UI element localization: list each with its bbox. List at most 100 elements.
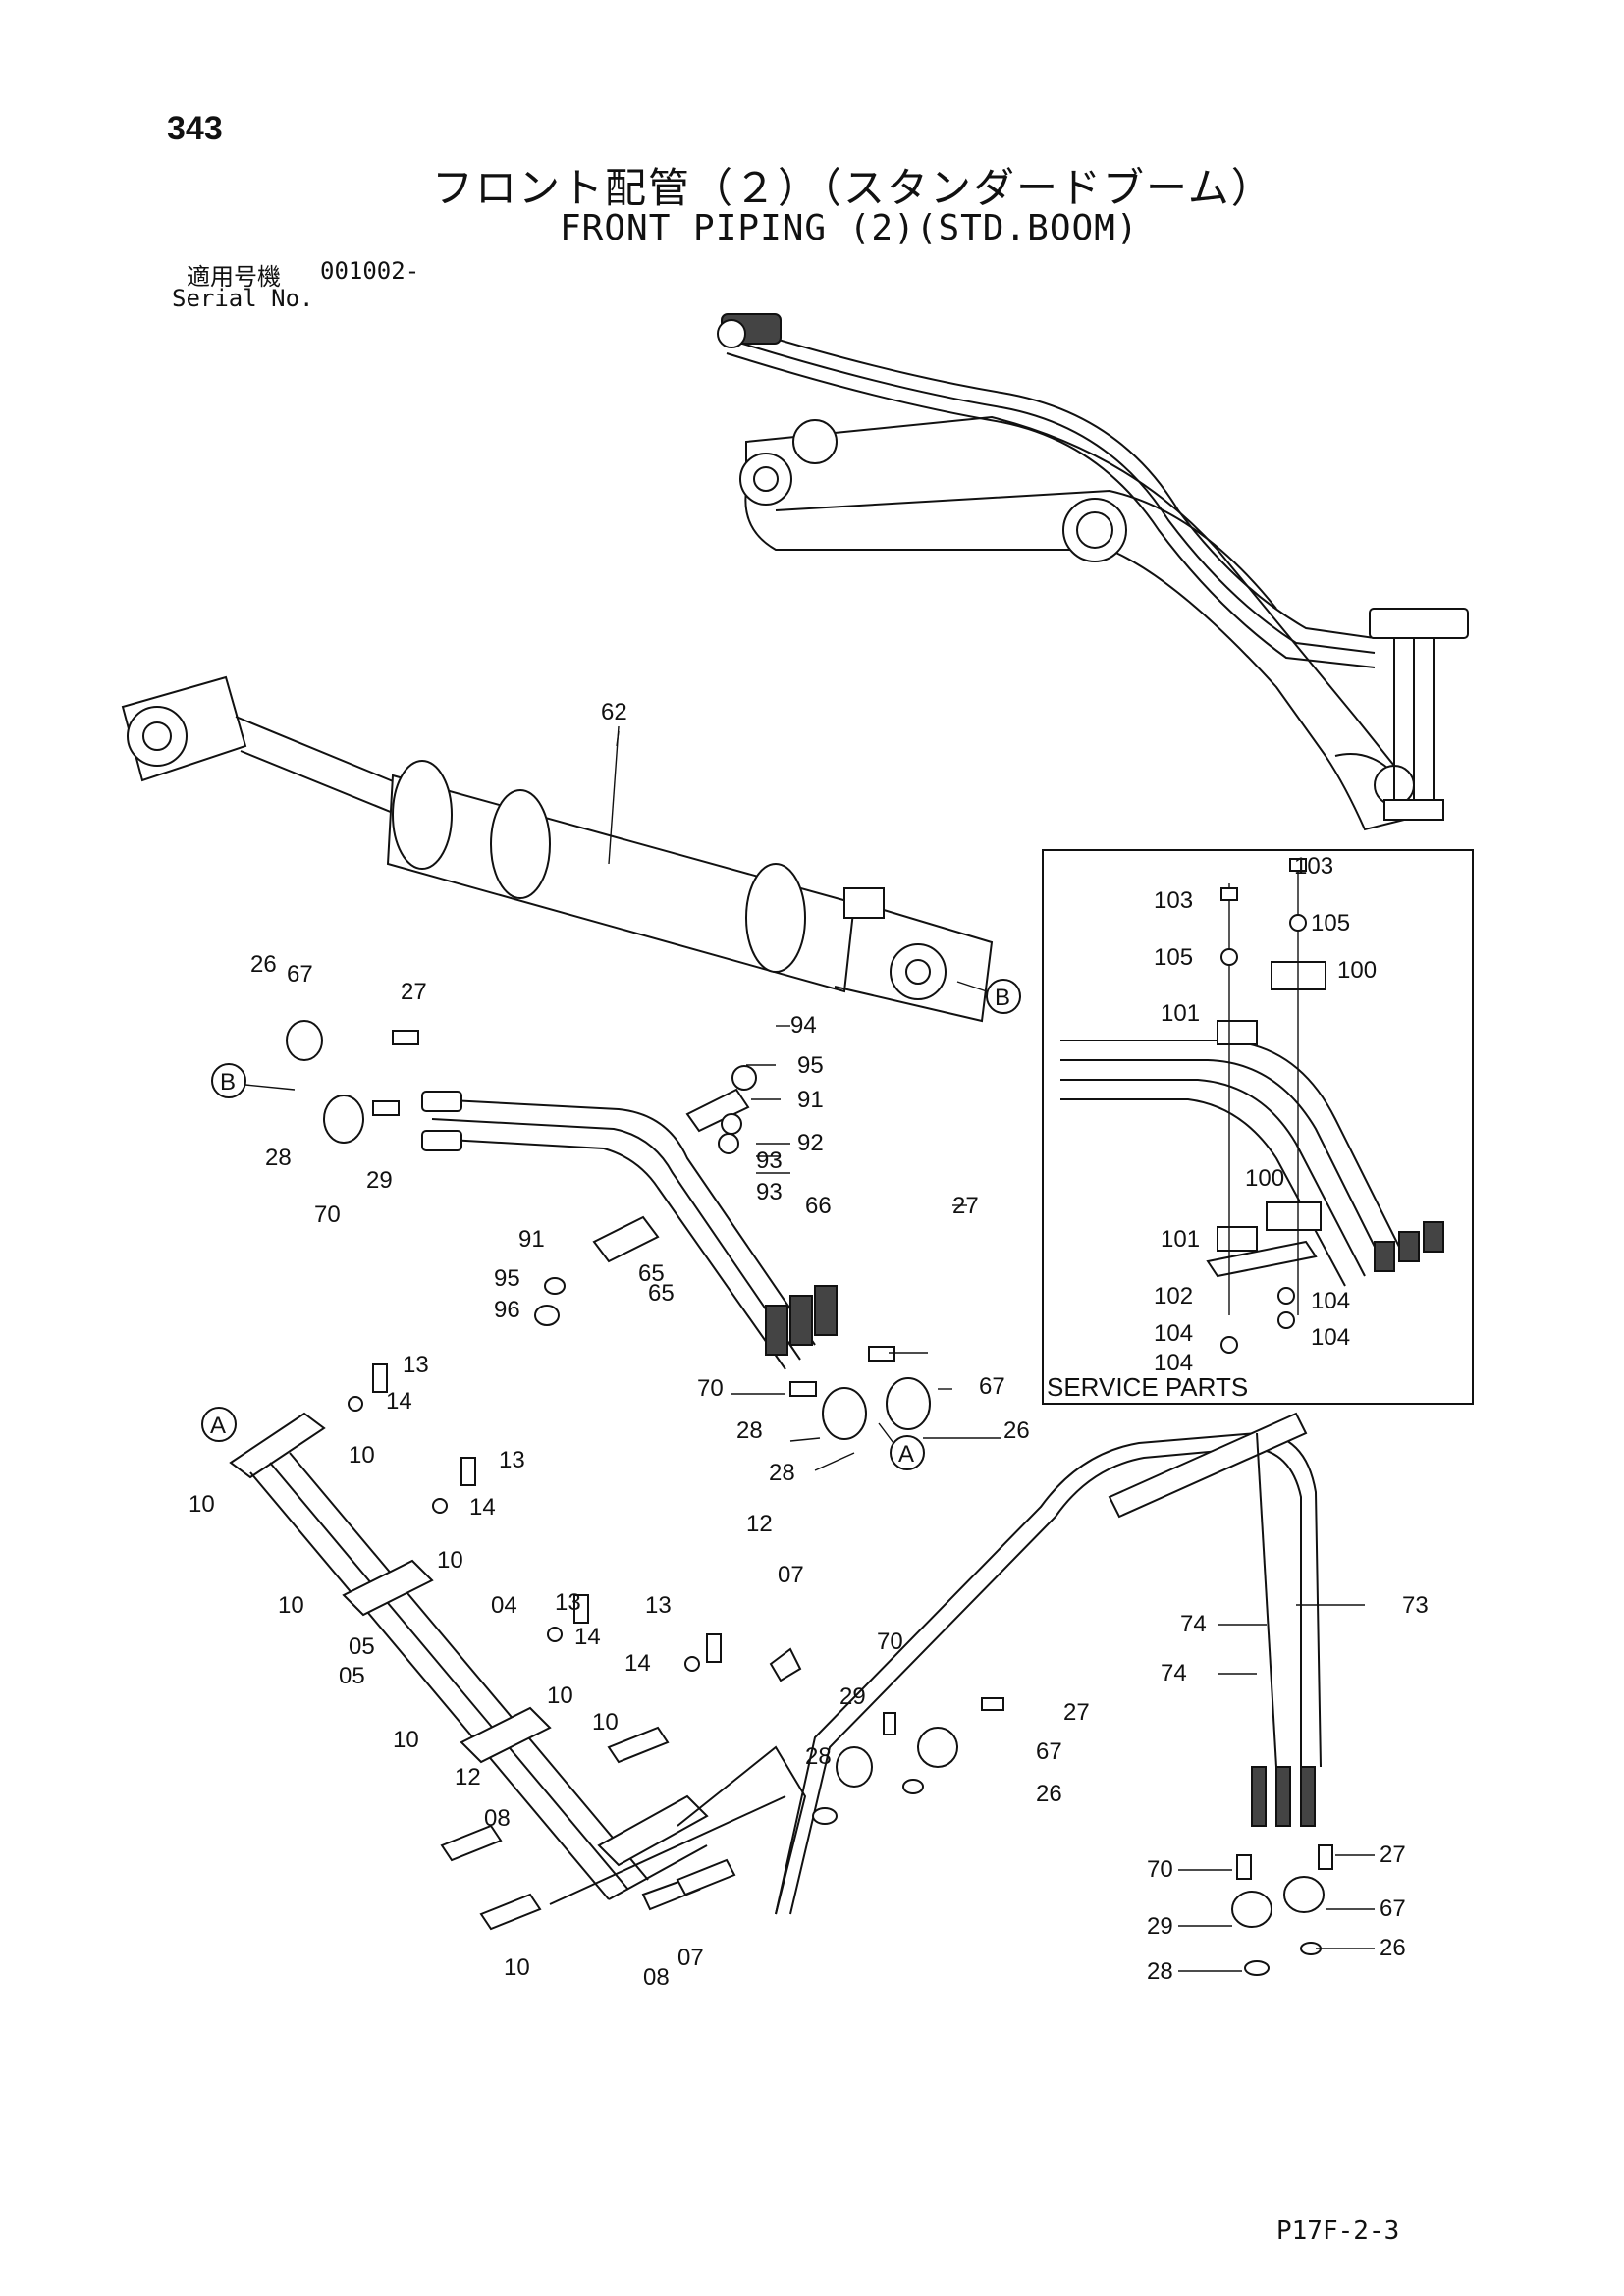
part-label: 12 (746, 1511, 773, 1537)
callout-marker-a-right (890, 1435, 925, 1470)
page-title-japanese: フロント配管（２）（スタンダードブーム） (432, 164, 1274, 212)
part-label: 14 (469, 1494, 496, 1521)
part-label: 10 (393, 1727, 419, 1753)
part-label: 95 (494, 1265, 520, 1292)
serial-label-english: Serial No. (172, 285, 314, 312)
part-label: 92 (797, 1130, 824, 1156)
callout-marker-b-upper (986, 979, 1021, 1014)
part-label: 26 (1003, 1417, 1030, 1444)
part-label: 27 (1380, 1842, 1406, 1868)
part-label: 28 (736, 1417, 763, 1444)
part-label: 27 (952, 1193, 979, 1219)
callout-letter: B (995, 985, 1010, 1011)
part-label: 10 (349, 1442, 375, 1468)
part-label: 94 (790, 1012, 817, 1039)
serial-label-japanese: 適用号機 (187, 263, 281, 291)
part-label: 14 (386, 1388, 412, 1415)
part-label: 66 (805, 1193, 832, 1219)
boom-cylinder (121, 675, 994, 1023)
part-label: 29 (839, 1683, 866, 1710)
part-label: 04 (491, 1592, 517, 1619)
part-label: 65 (638, 1260, 665, 1287)
part-label: 05 (339, 1663, 365, 1689)
part-label: 10 (189, 1491, 215, 1518)
part-label: 105 (1154, 944, 1193, 971)
part-label: 07 (778, 1562, 804, 1588)
part-label: 29 (1147, 1913, 1173, 1940)
part-label: 70 (877, 1629, 903, 1655)
boom-illustration (717, 313, 1469, 831)
part-label: 28 (1147, 1958, 1173, 1985)
part-label: 102 (1154, 1283, 1193, 1309)
part-label: 105 (1311, 910, 1350, 936)
part-label: 13 (555, 1589, 581, 1616)
part-label: 13 (499, 1447, 525, 1473)
part-label: 28 (265, 1145, 292, 1171)
part-label: 07 (677, 1945, 704, 1971)
part-label: 67 (1036, 1738, 1062, 1765)
part-label: 100 (1337, 957, 1377, 984)
part-label: 13 (645, 1592, 672, 1619)
part-label: 65 (648, 1280, 675, 1307)
part-label: 96 (494, 1297, 520, 1323)
part-label: 73 (1402, 1592, 1429, 1619)
callout-letter: A (210, 1413, 226, 1439)
part-label: 100 (1245, 1165, 1284, 1192)
part-label: 29 (366, 1167, 393, 1194)
part-label: 70 (1147, 1856, 1173, 1883)
part-label: 62 (601, 699, 627, 725)
part-label: 91 (797, 1087, 824, 1113)
part-label: 101 (1161, 1000, 1200, 1027)
page-title-english: FRONT PIPING (2)(STD.BOOM) (560, 208, 1139, 248)
part-label: 10 (547, 1682, 573, 1709)
part-label: 12 (455, 1764, 481, 1790)
service-parts-caption: SERVICE PARTS (1047, 1372, 1248, 1402)
hose-assembly-cylinder (286, 1020, 931, 1440)
part-label: 95 (797, 1052, 824, 1079)
part-label: 91 (518, 1226, 545, 1253)
part-label: 14 (574, 1624, 601, 1650)
part-label: 67 (979, 1373, 1005, 1400)
part-label: 10 (437, 1547, 463, 1574)
part-label: 14 (624, 1650, 651, 1677)
part-label: 05 (349, 1633, 375, 1660)
part-label: 10 (278, 1592, 304, 1619)
part-label: 74 (1161, 1660, 1187, 1686)
part-label: 93 (756, 1148, 783, 1174)
callout-marker-a-left (201, 1407, 237, 1442)
callout-letter: A (898, 1441, 914, 1468)
part-label: 13 (403, 1352, 429, 1378)
page-number: 343 (167, 110, 223, 147)
part-label: 08 (484, 1805, 511, 1832)
part-label: 70 (314, 1201, 341, 1228)
part-label: 74 (1180, 1611, 1207, 1637)
callout-marker-b-lower (211, 1063, 246, 1098)
part-label: 103 (1294, 853, 1333, 880)
part-label: 10 (592, 1709, 619, 1735)
part-label: 104 (1311, 1288, 1350, 1314)
figure-code: P17F-2-3 (1276, 2216, 1400, 2246)
part-label: 08 (643, 1964, 670, 1991)
part-labels: 62 26 67 27 94 95 91 92 93 93 66 28 70 2… (189, 699, 1429, 1991)
part-label: 27 (1063, 1699, 1090, 1726)
part-label: 103 (1154, 887, 1193, 914)
part-label: 104 (1311, 1324, 1350, 1351)
leader-lines (616, 730, 1375, 1972)
service-parts-box (1042, 849, 1474, 1405)
part-label: 67 (287, 961, 313, 988)
part-label: 101 (1161, 1226, 1200, 1253)
part-label: 93 (756, 1179, 783, 1205)
part-label: 70 (697, 1375, 724, 1402)
callout-letter: B (220, 1069, 236, 1095)
part-label: 26 (250, 951, 277, 978)
part-label: 26 (1380, 1935, 1406, 1961)
part-label: 67 (1380, 1896, 1406, 1922)
callout-markers: B B A A (201, 979, 1021, 1470)
part-label: 27 (401, 979, 427, 1005)
part-label: 104 (1154, 1350, 1193, 1376)
part-label: 28 (805, 1743, 832, 1770)
part-label: 28 (769, 1460, 795, 1486)
part-label: 26 (1036, 1781, 1062, 1807)
part-label: 104 (1154, 1320, 1193, 1347)
